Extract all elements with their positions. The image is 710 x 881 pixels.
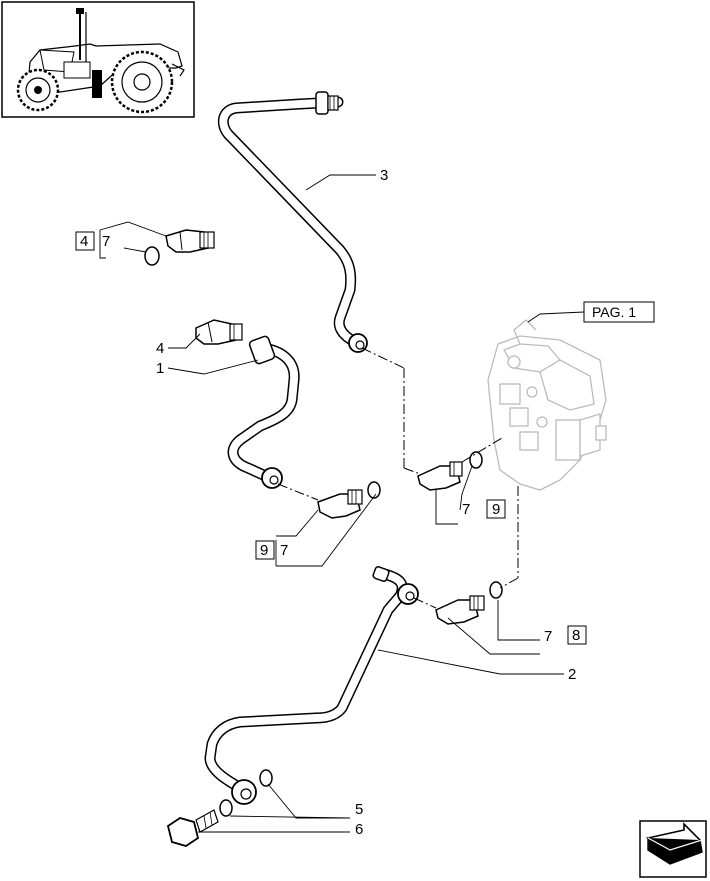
leader-lines (99, 174, 585, 833)
reference-lines (277, 347, 519, 609)
elbow-fitting-4-mid (195, 319, 243, 345)
pipe-2 (204, 566, 419, 805)
pipe-1 (227, 335, 300, 489)
callout-7-right[interactable]: 7 (462, 501, 470, 518)
elbow-fitting-9-right (417, 461, 463, 491)
control-valve-block (487, 319, 607, 491)
page-ref-box (583, 301, 655, 323)
washer-5 (219, 769, 273, 817)
banjo-bolt-6 (166, 809, 219, 847)
callout-7-top[interactable]: 7 (102, 233, 110, 250)
callout-9-left[interactable]: 9 (260, 542, 268, 559)
elbow-fitting-9-left (317, 489, 363, 519)
elbow-fitting-8 (435, 595, 485, 625)
pipe-3 (217, 91, 368, 353)
callout-4-box (75, 231, 95, 251)
callout-8-box (567, 625, 587, 645)
tractor-thumbnail (1, 1, 195, 118)
callout-labels: 3 4 7 4 1 9 7 7 9 7 8 2 5 6 PAG. 1 (75, 167, 655, 838)
callout-7-left[interactable]: 7 (280, 542, 288, 559)
callout-9-left-box (255, 540, 275, 560)
o-ring-7-top (144, 246, 160, 266)
callout-9-right[interactable]: 9 (492, 501, 500, 518)
elbow-fitting-4-top (165, 229, 215, 253)
o-ring-7-lower (489, 581, 503, 599)
callout-8[interactable]: 8 (572, 627, 580, 644)
callout-1[interactable]: 1 (156, 360, 164, 377)
o-ring-7-left (367, 481, 381, 499)
callout-9-right-box (486, 499, 506, 519)
callout-4-top[interactable]: 4 (80, 233, 88, 250)
callout-5[interactable]: 5 (355, 801, 363, 818)
callout-2[interactable]: 2 (568, 666, 576, 683)
o-ring-7-right (469, 451, 483, 469)
callout-6[interactable]: 6 (355, 821, 363, 838)
next-page-arrow-icon[interactable] (639, 820, 707, 878)
callout-7-lower[interactable]: 7 (544, 628, 552, 645)
callout-4-mid[interactable]: 4 (156, 340, 164, 357)
callout-3[interactable]: 3 (380, 167, 388, 184)
page-ref-link[interactable]: PAG. 1 (592, 304, 636, 320)
